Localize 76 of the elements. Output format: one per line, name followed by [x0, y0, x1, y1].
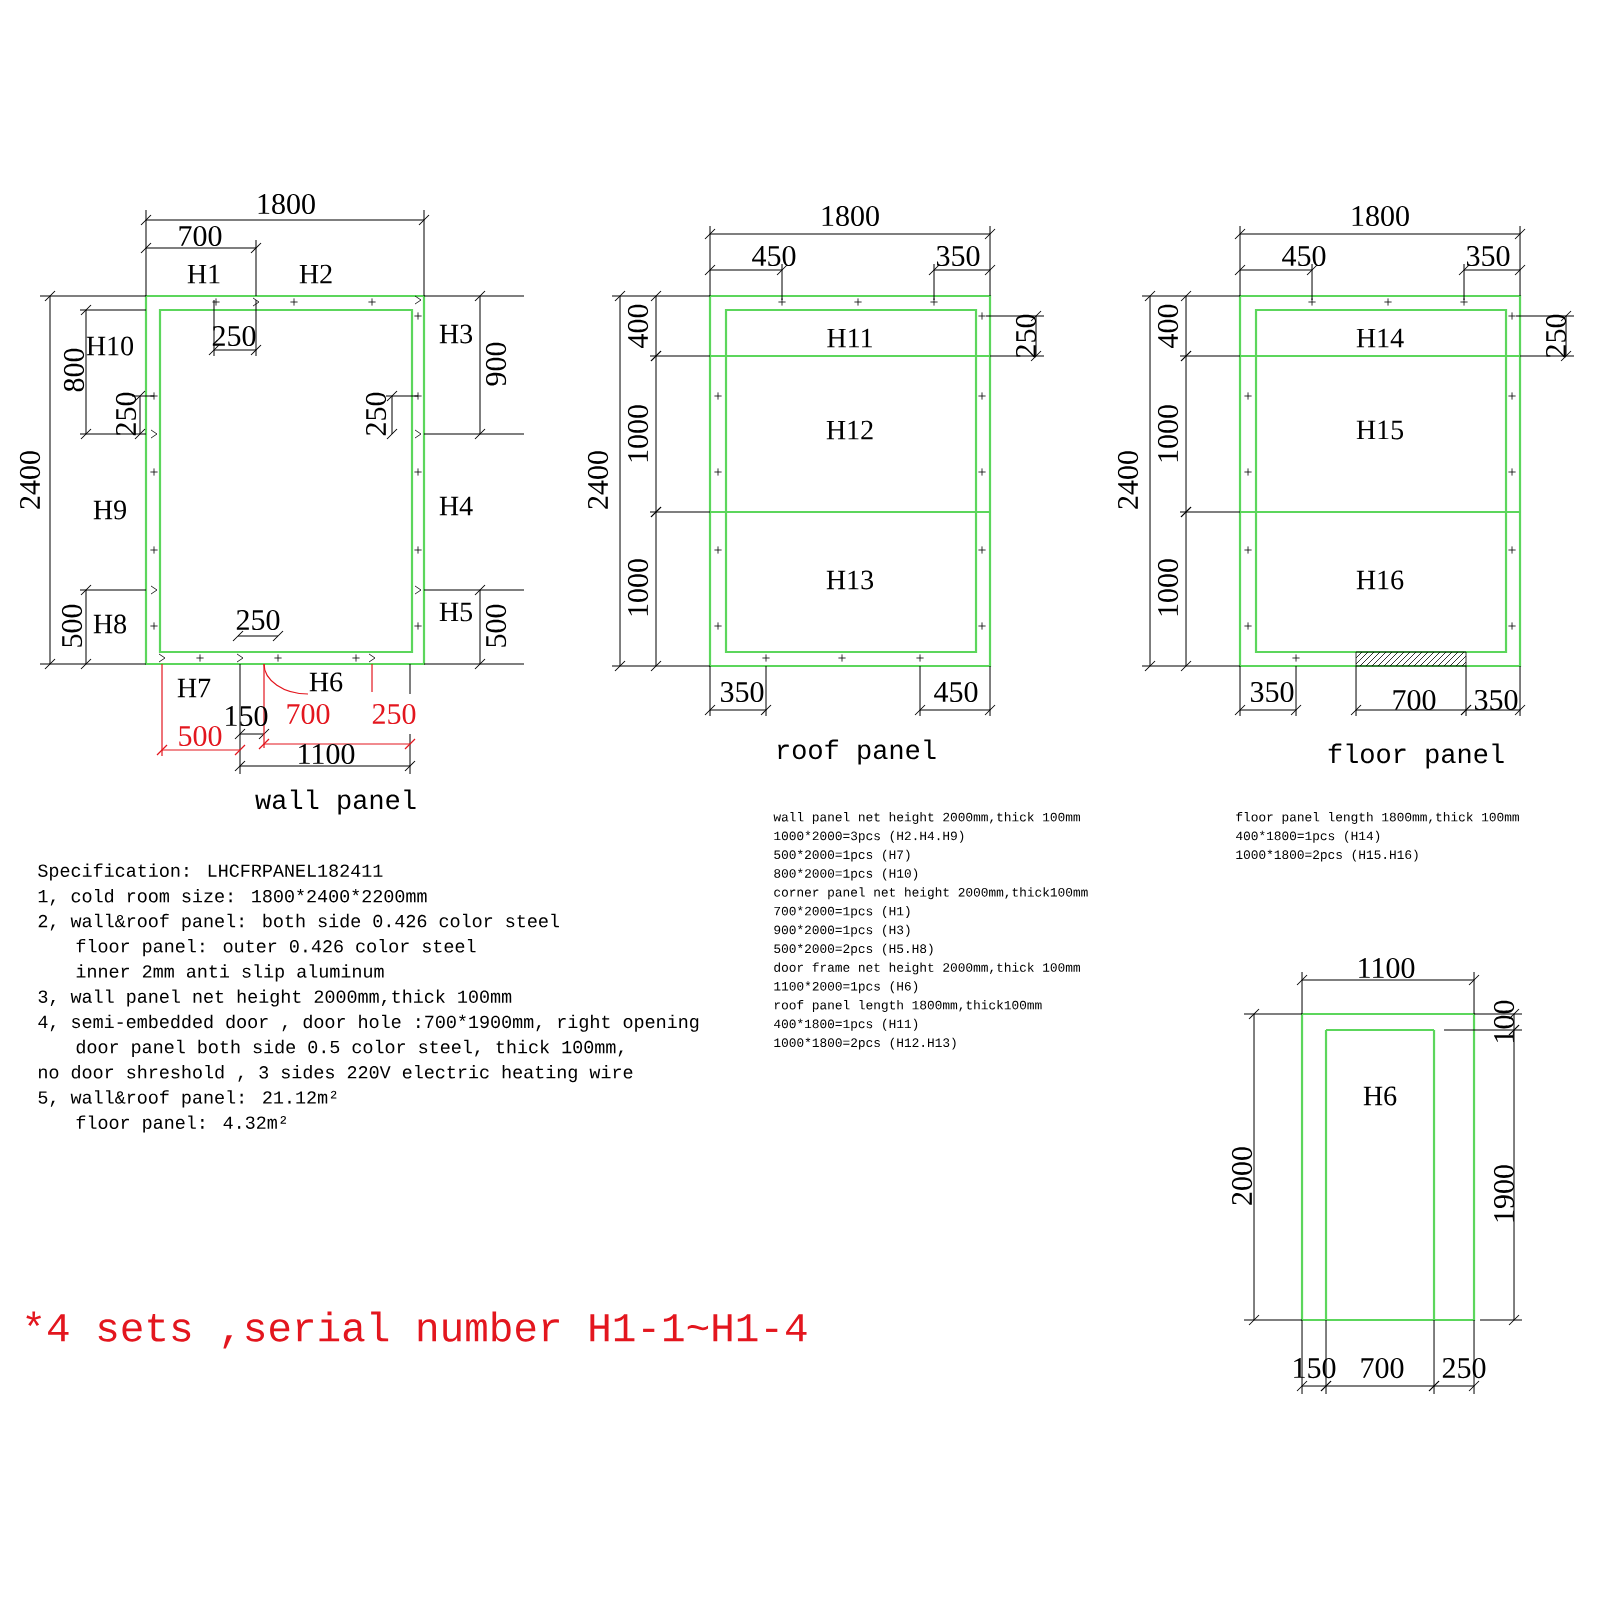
spec-text: inner 2mm anti slip aluminum: [76, 964, 384, 982]
panel-label: H7: [177, 678, 211, 698]
spec-text: floor panel: 4.32m²: [76, 1115, 287, 1133]
spec-text: 4, semi-embedded door , door hole :700*1900mm, right opening: [38, 1014, 699, 1032]
panel-label: H14: [1356, 328, 1404, 348]
panel-label: H12: [826, 420, 873, 440]
dimension-label: 250: [372, 703, 416, 725]
panel-label: H6: [1363, 1086, 1397, 1106]
dimension-label: 350: [1250, 681, 1294, 703]
dimension-label: 250: [1015, 314, 1037, 358]
dimension-label: 250: [365, 392, 387, 436]
dimension-label: 150: [1294, 1357, 1336, 1379]
dimension-label: 1000: [627, 559, 649, 616]
dimension-label: 1100: [299, 743, 355, 765]
dimension-label: 1000: [627, 405, 649, 462]
dimension-label: 700: [1361, 1357, 1404, 1379]
panel-label: H13: [826, 570, 874, 590]
dimension-label: 700: [1393, 689, 1436, 711]
dimension-label: 800: [63, 348, 85, 392]
panel-label: H16: [1356, 570, 1404, 590]
dimension-label: 1100: [1359, 957, 1415, 979]
dimension-label: 2400: [587, 451, 609, 509]
dimension-label: 250: [1442, 1357, 1486, 1379]
panel-label: H8: [93, 614, 127, 634]
dimension-label: 100: [1493, 1000, 1515, 1042]
dimension-label: 2400: [19, 451, 41, 509]
dimension-label: 2400: [1117, 451, 1139, 509]
serial-note: *4 sets ,serial number H1-1~H1-4: [26, 1311, 807, 1349]
dimension-label: 350: [936, 245, 980, 267]
panel-label: H9: [93, 500, 126, 520]
panel-label: H3: [439, 324, 473, 344]
panel-label: H11: [827, 328, 872, 348]
dimension-label: 1000: [1157, 405, 1179, 462]
dimension-label: 250: [212, 325, 256, 347]
panel-label: H15: [1356, 420, 1404, 440]
dimension-label: 1900: [1493, 1165, 1515, 1222]
dimension-label: 500: [179, 725, 222, 747]
panel-label: H2: [299, 264, 332, 284]
dimension-label: 350: [1466, 245, 1510, 267]
spec-text: Specification: LHCFRPANEL182411: [38, 863, 383, 881]
dimension-label: 1000: [1157, 559, 1179, 616]
spec-text: 5, wall&roof panel: 21.12m²: [38, 1090, 337, 1108]
dimension-label: 400: [627, 304, 649, 348]
dimension-label: 900: [485, 342, 507, 386]
dimension-label: 2000: [1231, 1147, 1253, 1205]
dimension-label: 400: [1157, 304, 1179, 348]
spec-text: no door shreshold , 3 sides 220V electric heating wire: [39, 1065, 633, 1083]
dimension-label: 450: [1282, 245, 1326, 267]
dimension-label: 500: [485, 604, 507, 647]
spec-text: 1, cold room size: 1800*2400*2200mm: [38, 888, 427, 906]
drawing-caption: floor panel: [1328, 743, 1504, 769]
panel-label: H5: [439, 602, 473, 622]
dimension-label: 450: [752, 245, 796, 267]
panel-label: H6: [309, 672, 343, 692]
dimension-label: 350: [720, 681, 764, 703]
spec-text: 2, wall&roof panel: both side 0.426 color steel: [38, 913, 559, 931]
dimension-label: 250: [236, 609, 280, 631]
panel-label: H1: [187, 264, 220, 284]
dimension-label: 700: [287, 703, 330, 725]
spec-text: floor panel: outer 0.426 color steel: [76, 939, 476, 957]
dimension-label: 250: [1545, 314, 1567, 358]
dimension-label: 1800: [258, 193, 315, 215]
dimension-label: 250: [115, 392, 137, 436]
dimension-label: 450: [934, 681, 978, 703]
panel-label: H4: [439, 496, 473, 516]
panel-label: H10: [86, 336, 134, 356]
dimension-label: 500: [61, 604, 83, 647]
spec-text: 3, wall panel net height 2000mm,thick 100mm: [38, 989, 512, 1007]
dimension-label: 1800: [822, 205, 879, 227]
dimension-label: 350: [1474, 689, 1518, 711]
drawing-caption: roof panel: [778, 739, 936, 765]
dimension-label: 150: [226, 705, 268, 727]
spec-text: door panel both side 0.5 color steel, thick 100mm,: [76, 1039, 623, 1057]
drawing-caption: wall panel: [255, 789, 416, 815]
dimension-label: 1800: [1352, 205, 1409, 227]
dimension-label: 700: [179, 225, 222, 247]
